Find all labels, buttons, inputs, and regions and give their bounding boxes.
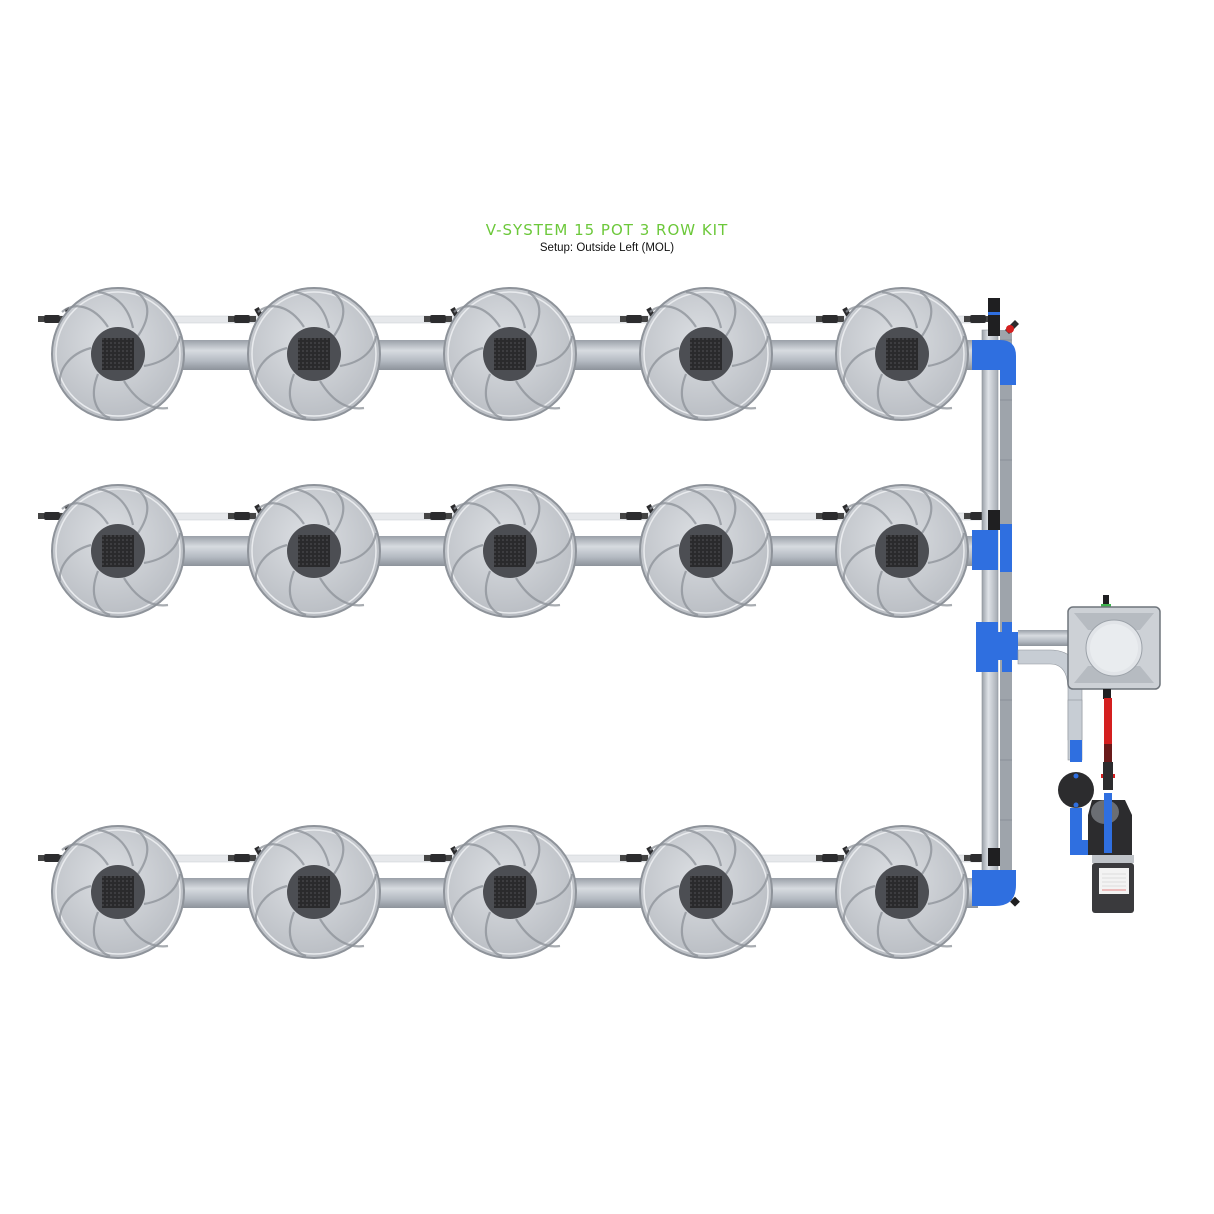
pot-2-3 (442, 483, 578, 619)
supply-line (1101, 689, 1115, 790)
pot-1-2 (246, 286, 382, 422)
filter (1058, 740, 1105, 855)
pot-1-3 (442, 286, 578, 422)
pot-2-2 (246, 483, 382, 619)
vertical-manifold (972, 298, 1020, 907)
cross-fitting-main (976, 622, 998, 672)
diagram-title: V-SYSTEM 15 POT 3 ROW KIT (485, 221, 729, 239)
pot-2-5 (834, 483, 970, 619)
filter-housing (1058, 772, 1094, 808)
elbow-fitting-row-3 (972, 870, 1016, 906)
pot-3-5 (834, 824, 970, 960)
diagram-subtitle: Setup: Outside Left (MOL) (539, 242, 675, 254)
pot-3-1 (50, 824, 186, 960)
tee-fitting-row-2 (972, 530, 998, 570)
supply-manifold-pipe (1000, 330, 1012, 900)
row-2 (38, 483, 999, 619)
pot-3-3 (442, 824, 578, 960)
pump (1088, 793, 1134, 913)
pot-1-4 (638, 286, 774, 422)
pot-1-5 (834, 286, 970, 422)
pot-3-4 (638, 824, 774, 960)
red-supply-hose (1104, 698, 1112, 760)
reservoir-tank (1067, 595, 1161, 690)
return-manifold-pipe (981, 329, 999, 901)
elbow-fitting-row-1 (972, 340, 1016, 385)
pot-1-1 (50, 286, 186, 422)
pot-2-1 (50, 483, 186, 619)
pot-3-2 (246, 824, 382, 960)
row-3 (38, 824, 999, 960)
row-1 (38, 286, 999, 422)
pot-2-4 (638, 483, 774, 619)
shutoff-valve-icon (1006, 325, 1014, 333)
